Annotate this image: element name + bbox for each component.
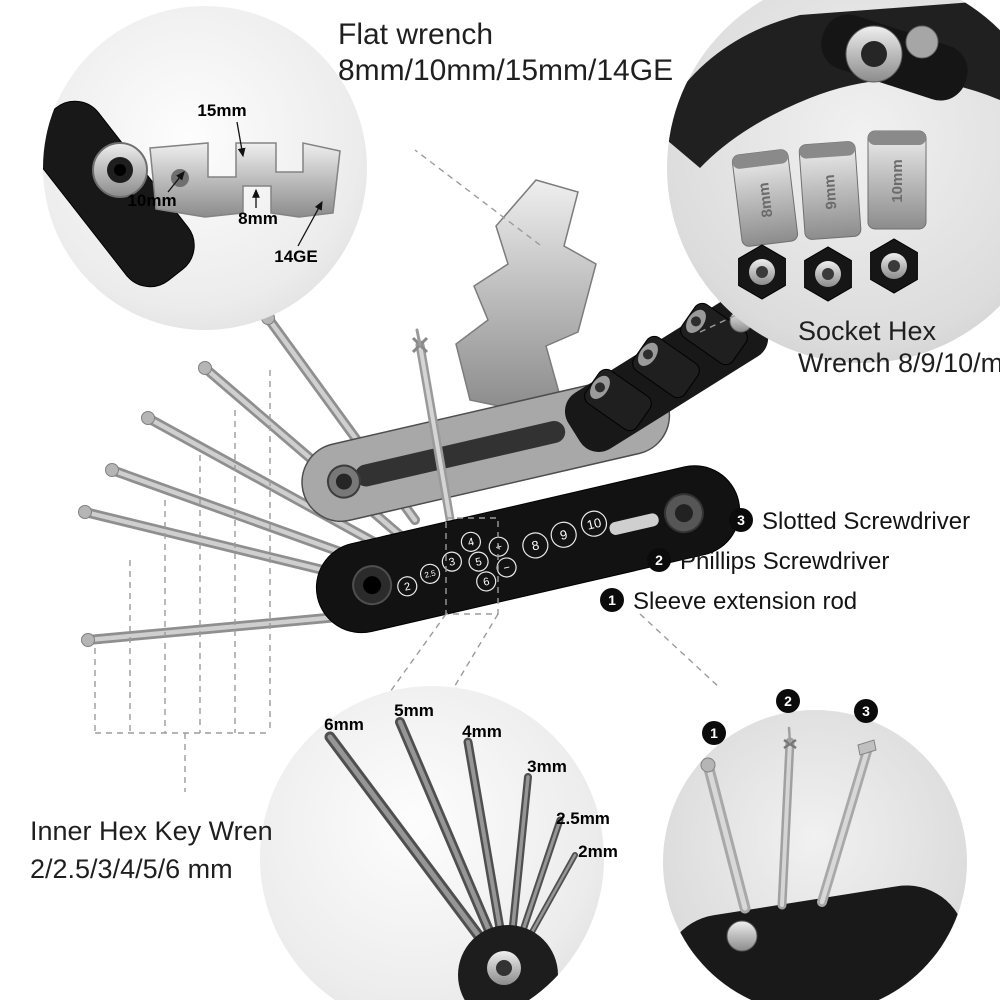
key-label-4mm: 4mm xyxy=(462,722,502,741)
label-15mm: 15mm xyxy=(197,101,246,120)
hex-key-tip xyxy=(141,411,155,425)
tool-size-mark: 9 xyxy=(558,527,568,543)
inset-badge-2-number: 2 xyxy=(784,693,792,709)
hex-key-tip xyxy=(198,361,212,375)
badge-3-number: 3 xyxy=(737,512,745,528)
inner-hex-caption-line2: 2/2.5/3/4/5/6 mm xyxy=(30,854,233,884)
driver-inset: 1 2 3 xyxy=(663,689,967,1000)
key-label-6mm: 6mm xyxy=(324,715,364,734)
socket-8mm: 8mm xyxy=(731,149,799,247)
tool-size-mark: 3 xyxy=(448,556,457,569)
phillips-screwdriver-tool xyxy=(411,328,460,553)
socket-inset: 8mm 9mm 10mm xyxy=(667,0,1000,363)
phillips-screwdriver-small xyxy=(777,726,797,910)
socket-10mm: 10mm xyxy=(867,130,927,230)
inset-badge-1-number: 1 xyxy=(710,725,718,741)
hex-key-tip xyxy=(105,463,119,477)
minus-mark-icon: − xyxy=(502,562,511,575)
feature-list: 3 Slotted Screwdriver 2 Phillips Screwdr… xyxy=(600,508,970,615)
multi-tool-photo: 2 2.5 3 4 5 6 + − 8 9 10 xyxy=(78,179,769,647)
badge-2-number: 2 xyxy=(655,552,663,568)
hex-key-tip xyxy=(78,505,92,519)
feature-sleeve-extension-rod: Sleeve extension rod xyxy=(633,588,857,615)
inset-badge-2-icon xyxy=(776,689,800,713)
flat-wrench-inset: 15mm 10mm 8mm 14GE xyxy=(43,6,367,330)
hex-key-tip xyxy=(81,633,95,647)
hex-nut xyxy=(738,244,786,300)
socket-on-tool xyxy=(632,335,700,399)
tool-size-mark: 4 xyxy=(467,536,476,549)
flat-wrench-title-line1: Flat wrench xyxy=(338,18,493,51)
key-label-3mm: 3mm xyxy=(527,757,567,776)
feature-phillips-screwdriver: Phillips Screwdriver xyxy=(680,548,889,575)
tool-size-mark: 2.5 xyxy=(424,568,437,579)
tool-size-mark: 5 xyxy=(474,556,483,569)
tool-size-mark: 8 xyxy=(530,537,540,553)
socket-10mm-label: 10mm xyxy=(889,159,906,202)
label-14ge: 14GE xyxy=(274,247,317,266)
key-label-2mm: 2mm xyxy=(578,842,618,861)
inset-badge-1-icon xyxy=(702,721,726,745)
socket-8mm-label: 8mm xyxy=(755,182,776,219)
tool-size-mark: 6 xyxy=(482,576,491,589)
socket-on-tool xyxy=(584,368,652,432)
inset-badge-3-icon xyxy=(854,699,878,723)
flat-wrench-tool xyxy=(455,179,597,411)
badge-1-icon xyxy=(600,588,624,612)
slotted-screwdriver-small xyxy=(817,739,877,907)
badge-2-icon xyxy=(647,548,671,572)
inset-badge-3-number: 3 xyxy=(862,703,870,719)
feature-slotted-screwdriver: Slotted Screwdriver xyxy=(762,508,970,535)
inner-hex-caption-line1: Inner Hex Key Wren xyxy=(30,816,273,846)
socket-9mm-label: 9mm xyxy=(821,174,840,210)
badge-3-icon xyxy=(729,508,753,532)
key-label-5mm: 5mm xyxy=(394,701,434,720)
label-8mm: 8mm xyxy=(238,209,278,228)
hex-nut xyxy=(804,246,852,302)
badge-1-number: 1 xyxy=(608,592,616,608)
hex-nut xyxy=(870,238,918,294)
socket-on-tool xyxy=(680,302,748,366)
tool-arm-lower: 2 2.5 3 4 5 6 + − 8 9 10 xyxy=(315,465,741,634)
tool-size-mark: 10 xyxy=(585,515,602,533)
flat-wrench-title-line2: 8mm/10mm/15mm/14GE xyxy=(338,54,673,87)
socket-caption-line2: Wrench 8/9/10/m xyxy=(798,348,1000,378)
label-10mm: 10mm xyxy=(127,191,176,210)
tool-face-markings: 2 2.5 3 4 5 6 + − 8 9 10 xyxy=(397,510,608,597)
flat-wrench-closeup xyxy=(149,142,341,218)
tool-size-mark: 2 xyxy=(403,581,412,594)
socket-caption-line1: Socket Hex xyxy=(798,316,937,346)
socket-9mm: 9mm xyxy=(798,141,862,240)
plus-mark-icon: + xyxy=(494,541,503,554)
sleeve-extension-rod-tool xyxy=(700,757,751,914)
key-label-2-5mm: 2.5mm xyxy=(556,809,610,828)
hex-key-inset: 6mm 5mm 4mm 3mm 2.5mm 2mm xyxy=(260,686,618,1000)
